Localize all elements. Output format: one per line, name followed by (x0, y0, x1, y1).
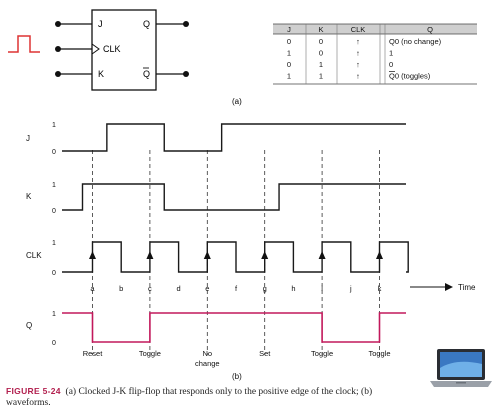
signal-label-clk: CLK (26, 251, 42, 260)
table-cell: Q0 (no change) (389, 37, 442, 46)
rising-edge-arrow (146, 251, 154, 259)
level-low-label: 0 (52, 270, 56, 277)
pin-clk-label: CLK (103, 44, 121, 54)
part-b-label: (b) (232, 372, 242, 381)
table-cell: 1 (389, 49, 393, 58)
edge-label-b: b (119, 284, 123, 293)
rising-edge-arrow (318, 251, 326, 259)
level-high-label: 1 (52, 182, 56, 189)
table-cell: 1 (287, 49, 291, 58)
rising-edge-arrow (376, 251, 383, 259)
table-cell: ↑ (356, 72, 360, 81)
edge-label-i: i (321, 284, 323, 293)
event-label: Reset (83, 349, 104, 358)
j-waveform (62, 123, 406, 152)
event-label: Toggle (311, 349, 333, 358)
table-cell: ↑ (356, 60, 360, 69)
edge-label-c: c (148, 284, 152, 293)
pin-j-label: J (98, 19, 103, 29)
level-high-label: 1 (52, 311, 56, 318)
table-cell: 0 (319, 49, 323, 58)
table-cell: 0 (319, 37, 323, 46)
edge-label-f: f (235, 284, 238, 293)
table-header-cell: Q (427, 25, 433, 34)
q-waveform (62, 312, 406, 343)
table-cell: 1 (319, 60, 323, 69)
event-label: Set (259, 349, 271, 358)
truth-table: J K CLK Q 0 0 ↑ Q0 (no change) 1 0 ↑ 1 0 1 ↑ 0 1 1 ↑ Q0 (to… (273, 23, 477, 85)
pin-k-label: K (98, 69, 104, 79)
table-header-cell: CLK (351, 25, 366, 34)
edge-label-d: d (177, 284, 181, 293)
table-cell: Q0 (toggles) (389, 72, 431, 81)
table-cell: 0 (389, 60, 393, 69)
table-header-row (273, 24, 477, 34)
clock-pulse-icon (8, 35, 40, 53)
level-low-label: 0 (52, 208, 56, 215)
level-high-label: 1 (52, 122, 56, 129)
time-label: Time (458, 283, 476, 292)
edge-label-j: j (349, 284, 352, 293)
table-cell: 1 (319, 72, 323, 81)
k-waveform (62, 183, 406, 211)
edge-label-a: a (90, 284, 95, 293)
event-label: Toggle (368, 349, 390, 358)
level-low-label: 0 (52, 149, 56, 156)
rising-edge-arrow (89, 251, 96, 259)
flipflop-symbol: J CLK K Q Q (8, 9, 189, 91)
pin-qbar-label: Q (143, 69, 150, 79)
level-low-label: 0 (52, 340, 56, 347)
signal-label-q: Q (26, 321, 32, 330)
edge-label-h: h (291, 284, 295, 293)
table-cell: ↑ (356, 49, 360, 58)
rising-edge-arrow (261, 251, 269, 259)
level-high-label: 1 (52, 240, 56, 247)
table-cell: 0 (287, 60, 291, 69)
laptop-icon (430, 349, 492, 387)
table-cell: ↑ (356, 37, 360, 46)
table-header-cell: K (318, 25, 323, 34)
caption-text: (a) Clocked J-K flip-flop that responds … (6, 387, 373, 408)
event-label: Toggle (139, 349, 161, 358)
rising-edge-arrow (203, 251, 211, 259)
table-cell: 1 (287, 72, 291, 81)
pin-q-label: Q (143, 19, 150, 29)
table-header-cell: J (287, 25, 291, 34)
edge-label-g: g (263, 284, 267, 293)
signal-label-j: J (26, 134, 30, 143)
event-label-line: change (195, 359, 220, 368)
table-cell: 0 (287, 37, 291, 46)
figure-label: FIGURE 5-24 (6, 386, 61, 396)
figure-caption: FIGURE 5-24 (a) Clocked J-K flip-flop th… (6, 386, 386, 409)
edge-label-e: e (205, 284, 209, 293)
edge-label-k: k (378, 284, 382, 293)
signal-label-k: K (26, 192, 32, 201)
clk-waveform (62, 241, 409, 273)
event-label-line: No (203, 349, 213, 358)
part-a-label: (a) (232, 97, 242, 106)
